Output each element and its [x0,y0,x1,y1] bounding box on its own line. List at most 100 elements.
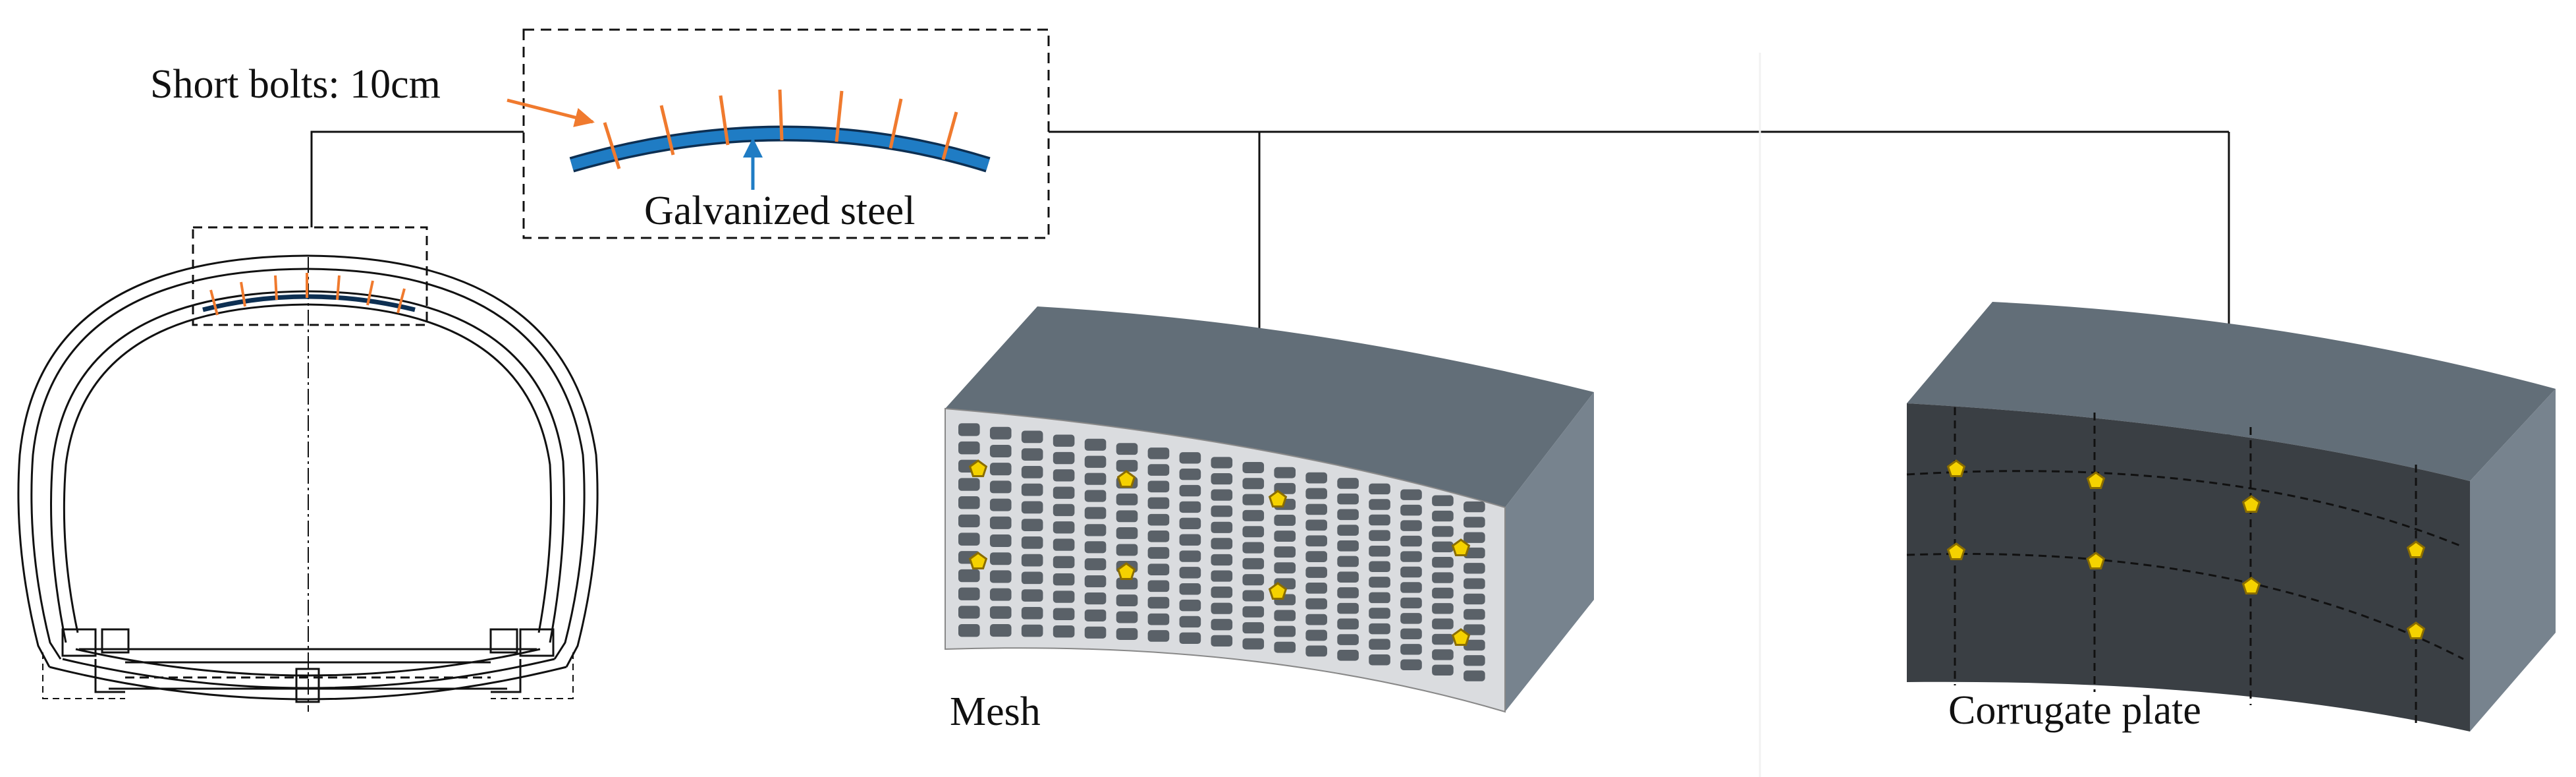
mesh-cell [1242,461,1265,473]
mesh-cell [1179,517,1201,529]
pentagon-anchor-icon [1268,582,1288,600]
mesh-cell [1242,590,1265,602]
mesh-cell [1305,504,1327,515]
mesh-cell [1400,644,1422,655]
mesh-cell [1369,530,1390,541]
tunnel-inner-lining-2 [63,303,553,633]
mesh-cell [1179,550,1201,562]
mesh-cell [1084,438,1107,451]
pentagon-anchor-icon [1451,628,1471,646]
mesh-cell [989,480,1012,494]
mesh-cell [989,444,1012,457]
mesh-cell [1337,556,1359,567]
mesh-cell [958,569,980,583]
mesh-cell [1400,520,1422,531]
mesh-cell [1242,478,1265,490]
tunnel-outer-lining-inner [30,268,586,660]
mesh-cell [1211,619,1233,631]
mesh-cell [1369,483,1390,495]
pentagon-anchor-icon [2241,577,2261,594]
mesh-cell [1116,628,1138,641]
mesh-cell [1021,501,1043,514]
mesh-cell [1242,526,1265,538]
mesh-cell [1369,545,1390,557]
mesh-cell [1337,587,1359,598]
mesh-cell [1400,566,1422,578]
mesh-cell [1021,430,1043,444]
mesh-cell [1432,633,1454,645]
mesh-cell [1242,509,1265,521]
mesh-cell [1464,639,1485,651]
mesh-cell [1337,540,1359,552]
mesh-cell [1053,451,1075,465]
mesh-cell [1400,659,1422,670]
mesh-cell [1211,587,1233,598]
pentagon-anchor-icon [1268,490,1288,507]
mesh-cell [958,532,980,546]
mesh-cell [1084,558,1107,571]
mesh-cell [1147,563,1170,575]
mesh-cell [1400,628,1422,640]
mesh-cell [989,426,1012,440]
mesh-cell [958,606,980,619]
mesh-cell [1242,542,1265,554]
mesh-cell [989,463,1012,476]
mesh-cell [1147,464,1170,476]
mesh-cell [1116,527,1138,539]
mesh-cell [1211,538,1233,550]
mesh-cell [1400,489,1422,500]
mesh-cell [1147,531,1170,542]
mesh-cell [1432,603,1454,614]
pentagon-anchor-icon [1116,562,1136,580]
mesh-cell [1369,639,1390,650]
pentagon-anchor-icon [968,459,988,477]
tunnel-inner-lining [50,290,565,643]
corrugate-plate-label: Corrugate plate [1948,688,2201,733]
mesh-cell [1432,587,1454,599]
mesh-cell [958,496,980,509]
mesh-cell [1400,535,1422,547]
mesh-cell [1116,443,1138,455]
mesh-cell [1242,494,1265,505]
short-bolts-arrow [507,98,595,127]
plate-anchors [1946,459,2426,639]
mesh-cell [1305,645,1327,657]
mesh-cell [1053,469,1075,482]
mesh-cell [1369,608,1390,619]
mesh-cell [1053,538,1075,551]
mesh-cell [1464,578,1485,589]
mesh-cell [1400,597,1422,609]
mesh-cell [1021,519,1043,531]
mesh-cell [1305,598,1327,610]
mesh-cell [1053,608,1075,621]
mesh-cell [1084,541,1107,554]
corrugate-plate-block [1906,302,2556,732]
mesh-cell [1021,589,1043,602]
mesh-cell [1211,602,1233,614]
mesh-cell [1147,547,1170,559]
pentagon-anchor-icon [2406,621,2426,639]
mesh-cell [1211,457,1233,469]
mesh-cell [1147,596,1170,609]
pentagon-anchor-icon [2086,552,2106,569]
mesh-cell [1432,618,1454,629]
mesh-cell [1400,504,1422,516]
pentagon-anchor-icon [968,552,988,569]
mesh-cell [989,570,1012,583]
mesh-cell [1337,478,1359,489]
mesh-cell [1337,493,1359,505]
detail-box-large [507,28,1050,239]
mesh-cell [1464,563,1485,574]
mesh-cell [989,552,1012,565]
mesh-cell [1464,517,1485,528]
mesh-block [945,306,1594,713]
mesh-cell [1084,609,1107,621]
mesh-cell [989,606,1012,619]
mesh-cell [1337,509,1359,521]
mesh-cell [1116,577,1138,590]
mesh-cell [958,587,980,600]
tunnel-invert [49,666,567,701]
mesh-cell [1305,614,1327,625]
mesh-cell [1021,483,1043,496]
detail-box-small [192,226,428,326]
